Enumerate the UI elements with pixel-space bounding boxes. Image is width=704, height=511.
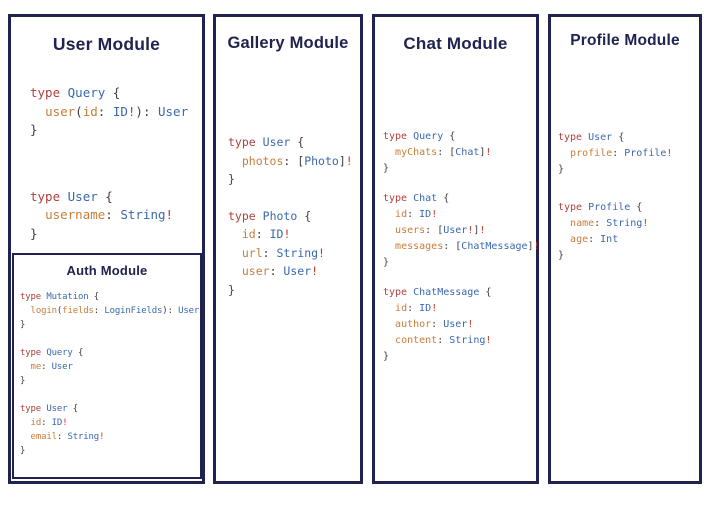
code-block: type Query { user(id: ID!): User} — [30, 84, 188, 140]
chat-module-code: type Query { myChats: [Chat]!}type Chat … — [383, 129, 540, 379]
code-line: email: String! — [30, 432, 105, 442]
code-line: } — [20, 376, 26, 386]
code-line: url: String! — [241, 245, 325, 260]
auth-module-code: type Mutation { login(fields: LoginField… — [20, 290, 199, 472]
code-line: type Photo { — [228, 208, 312, 223]
gallery-module-code: type User { photos: [Photo]!}type Photo … — [228, 133, 353, 317]
code-line: } — [558, 250, 565, 261]
code-line: type Query { — [30, 85, 121, 100]
user-module-title: User Module — [52, 34, 161, 54]
code-line: type Profile { — [558, 202, 643, 213]
code-line: type Chat { — [383, 193, 450, 204]
code-line: user(id: ID!): User — [45, 103, 189, 119]
code-block: type User { username: String!} — [30, 188, 188, 244]
code-line: } — [228, 282, 235, 297]
code-line: photos: [Photo]! — [241, 153, 353, 168]
code-block: type Chat { id: ID! users: [User!]! mess… — [383, 191, 540, 271]
code-block: type User { id: ID! email: String!} — [20, 402, 199, 458]
code-line: id: ID! — [30, 418, 68, 428]
code-line: age: Int — [570, 234, 619, 245]
code-line: user: User! — [241, 264, 319, 278]
profile-module-title: Profile Module — [570, 32, 680, 49]
code-line: type Query { — [383, 131, 456, 142]
code-line: id: ID! — [395, 303, 438, 314]
code-block: type Mutation { login(fields: LoginField… — [20, 290, 199, 332]
code-line: type User { — [228, 135, 305, 149]
code-line: author: User! — [395, 319, 474, 330]
code-line: profile: Profile! — [570, 148, 673, 159]
chat-module-title: Chat Module — [403, 34, 508, 53]
code-line: type Query { — [20, 348, 84, 358]
code-line: type User { — [30, 188, 113, 204]
code-line: } — [383, 163, 390, 174]
code-line: username: String! — [45, 207, 174, 222]
code-block: type User { profile: Profile!} — [558, 130, 672, 178]
code-line: type User { — [558, 132, 625, 143]
code-line: content: String! — [395, 335, 492, 346]
profile-module-code: type User { profile: Profile!}type Profi… — [558, 130, 672, 286]
code-line: } — [383, 351, 390, 362]
auth-module-panel: Auth Module type Mutation { login(fields… — [12, 253, 202, 479]
profile-module-panel: Profile Module type User { profile: Prof… — [548, 14, 702, 484]
code-line: } — [30, 225, 38, 241]
code-line: users: [User!]! — [395, 225, 486, 236]
code-line: id: ID! — [241, 227, 291, 241]
code-line: myChats: [Chat]! — [395, 147, 492, 158]
code-block: type Photo { id: ID! url: String! user: … — [228, 207, 353, 300]
code-line: } — [558, 164, 565, 175]
code-block: type Profile { name: String! age: Int} — [558, 200, 672, 264]
code-block: type ChatMessage { id: ID! author: User!… — [383, 285, 540, 365]
code-line: type Mutation { — [20, 292, 100, 302]
user-module-panel: User Module type Query { user(id: ID!): … — [8, 14, 205, 484]
code-block: type User { photos: [Photo]!} — [228, 133, 353, 189]
code-block: type Query { me: User} — [20, 346, 199, 388]
code-line: } — [30, 122, 38, 137]
code-line: id: ID! — [395, 209, 438, 220]
chat-module-panel: Chat Module type Query { myChats: [Chat]… — [372, 14, 540, 484]
code-line: } — [20, 446, 26, 456]
code-line: messages: [ChatMessage]! — [395, 241, 540, 252]
code-line: } — [228, 172, 235, 186]
code-line: } — [383, 257, 390, 268]
auth-module-title: Auth Module — [66, 263, 148, 278]
user-module-code: type Query { user(id: ID!): User}type Us… — [30, 84, 188, 291]
gallery-module-title: Gallery Module — [227, 34, 349, 52]
code-line: type User { — [20, 404, 78, 414]
code-line: } — [20, 320, 26, 330]
code-line: name: String! — [570, 218, 649, 229]
code-block: type Query { myChats: [Chat]!} — [383, 129, 540, 177]
code-line: me: User — [30, 362, 73, 372]
code-line: login(fields: LoginFields): User — [30, 306, 200, 316]
gallery-module-panel: Gallery Module type User { photos: [Phot… — [213, 14, 363, 484]
code-line: type ChatMessage { — [383, 287, 492, 298]
